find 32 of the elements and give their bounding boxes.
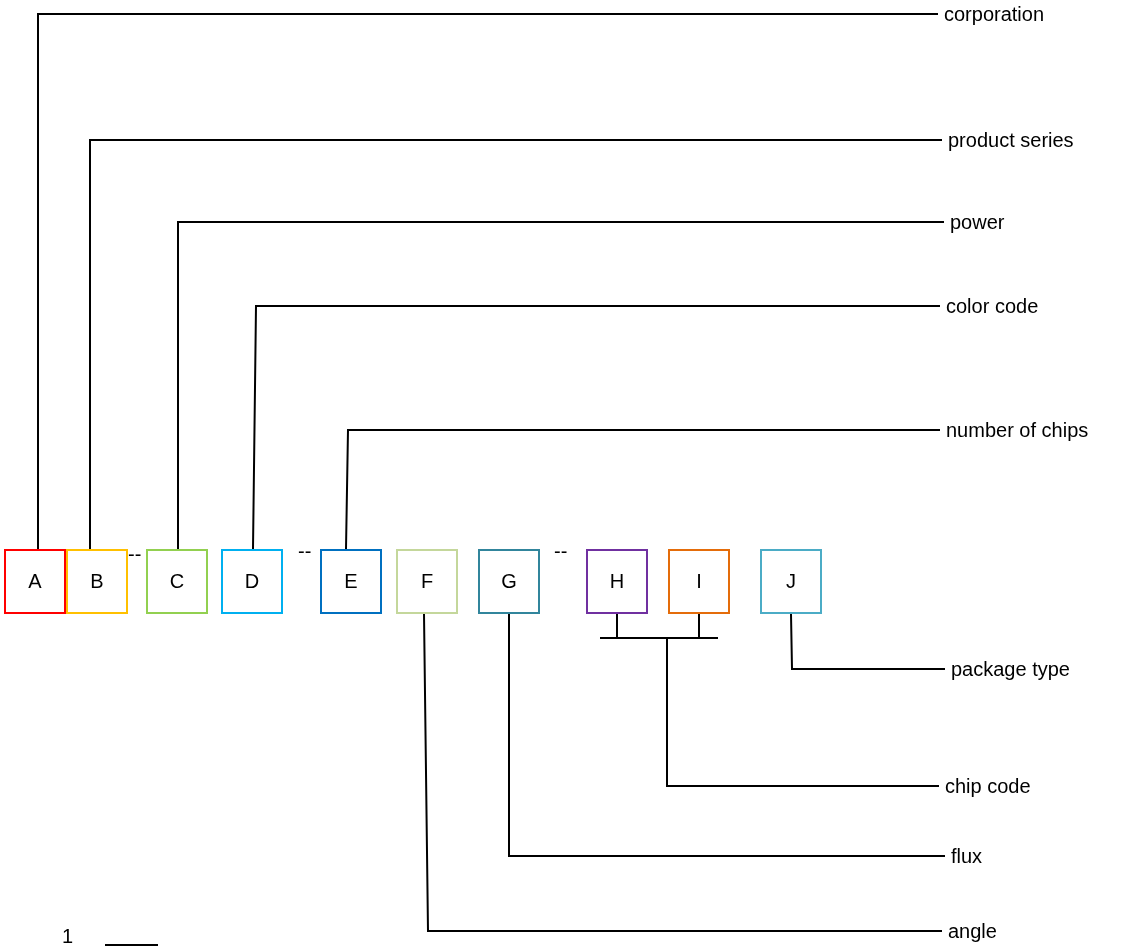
leader-line <box>423 613 943 932</box>
field-label: color code <box>946 294 1039 318</box>
dash-separator: -- <box>554 539 568 563</box>
leader-line <box>37 13 939 550</box>
leader-line <box>790 613 946 670</box>
letter-box: E <box>320 549 382 614</box>
field-label: number of chips <box>946 418 1089 442</box>
leader-line <box>508 613 946 857</box>
leader-line <box>666 613 940 787</box>
leader-line <box>252 305 941 550</box>
dash-separator: -- <box>298 539 312 563</box>
field-label: corporation <box>944 2 1045 26</box>
field-label: product series <box>948 128 1074 152</box>
letter-box: I <box>668 549 730 614</box>
letter-box: D <box>221 549 283 614</box>
number-label: 1 <box>62 924 74 947</box>
field-label: power <box>950 210 1005 234</box>
letter-box: J <box>760 549 822 614</box>
letter-box: G <box>478 549 540 614</box>
letter-box: H <box>586 549 648 614</box>
letter-box: B <box>66 549 128 614</box>
leader-line <box>345 429 941 550</box>
leader-line <box>89 139 943 550</box>
field-label: chip code <box>945 774 1031 798</box>
field-label: flux <box>951 844 983 868</box>
letter-box: A <box>4 549 66 614</box>
leader-line <box>177 221 945 550</box>
letter-box: F <box>396 549 458 614</box>
field-label: angle <box>948 919 997 943</box>
field-label: package type <box>951 657 1070 681</box>
dash-separator: -- <box>128 542 142 566</box>
letter-box: C <box>146 549 208 614</box>
